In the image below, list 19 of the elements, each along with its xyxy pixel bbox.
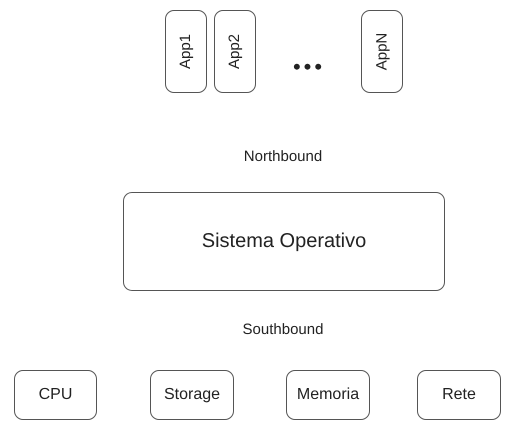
- box-label: Sistema Operativo: [202, 230, 366, 253]
- interface-label: Northbound: [244, 148, 322, 165]
- component-box: [150, 370, 234, 420]
- interface-label: Southbound: [242, 321, 324, 338]
- component-box: [165, 10, 207, 93]
- box-label: Storage: [164, 386, 220, 404]
- ellipsis-dots: •••: [292, 54, 326, 80]
- component-box: [361, 10, 403, 93]
- box-label: AppN: [374, 32, 390, 70]
- box-label: Rete: [442, 386, 476, 404]
- box-label: App2: [226, 34, 244, 70]
- component-box: [214, 10, 256, 93]
- component-box: [123, 192, 445, 291]
- component-box: [14, 370, 97, 420]
- box-label: App1: [178, 34, 194, 70]
- component-box: [417, 370, 501, 420]
- component-box: [286, 370, 370, 420]
- box-label: Memoria: [296, 386, 360, 404]
- box-label: CPU: [38, 386, 72, 404]
